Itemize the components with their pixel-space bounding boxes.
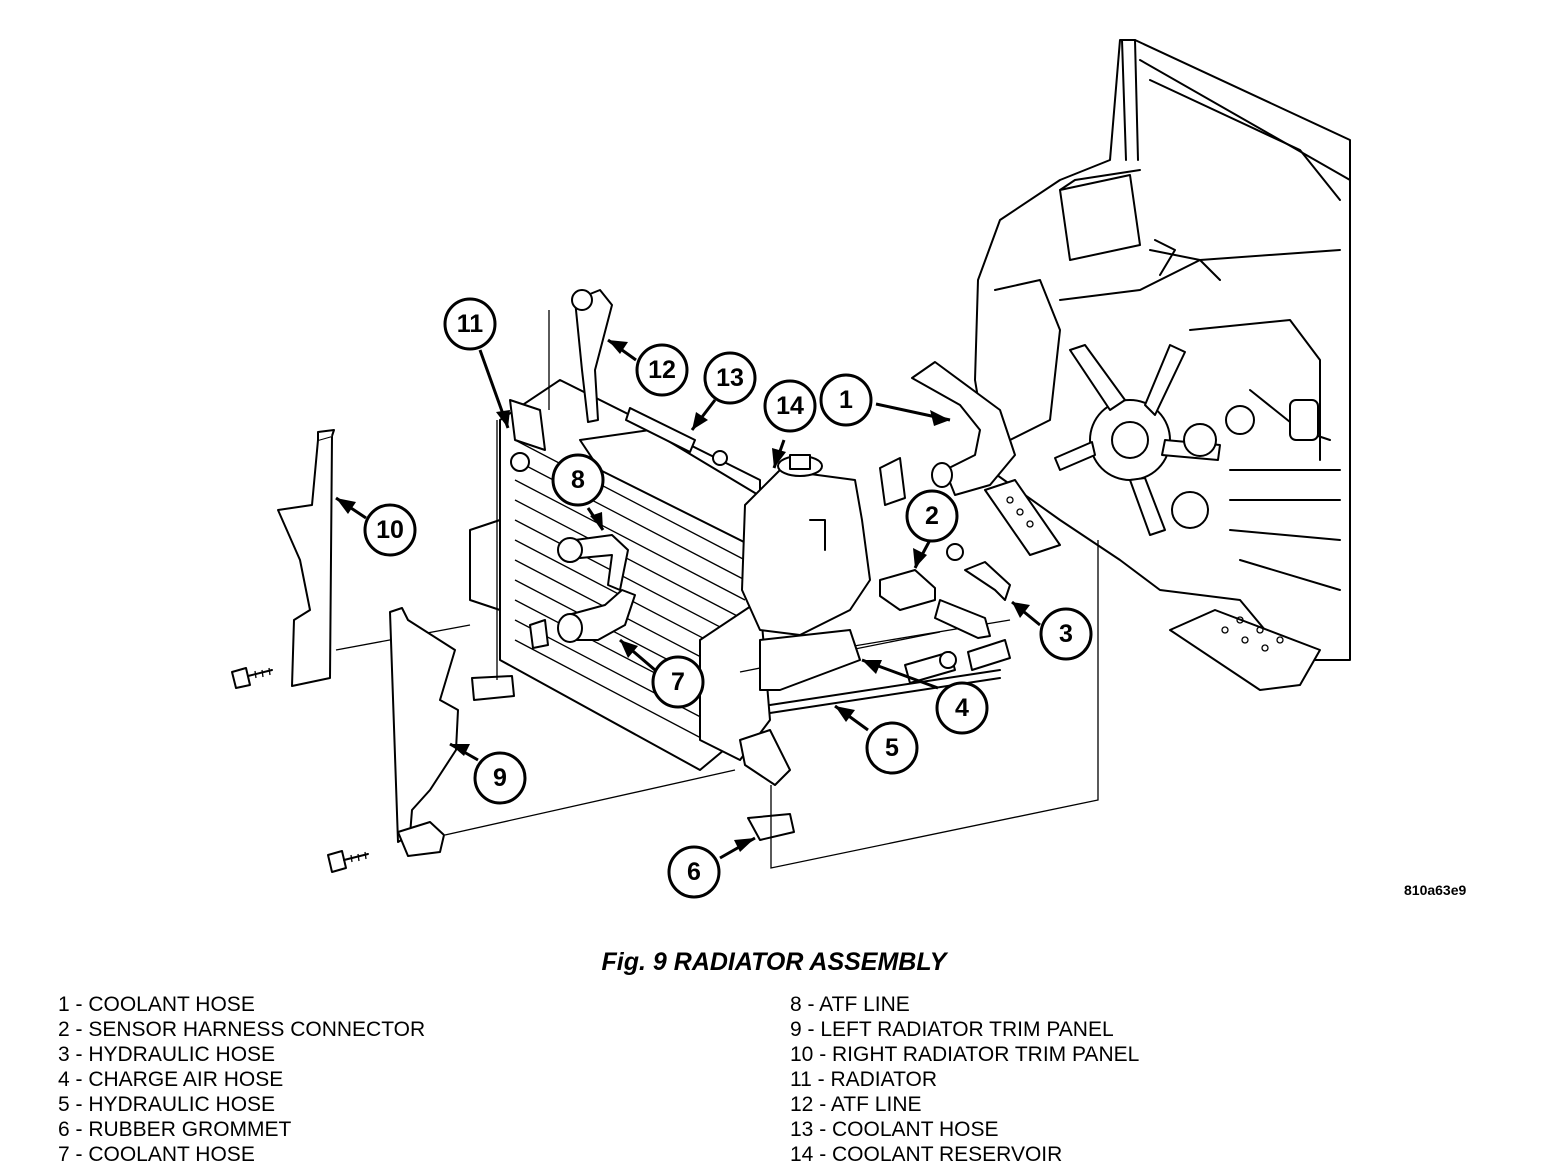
callout-13-label: 13 — [716, 364, 744, 392]
bolts — [231, 667, 369, 873]
callout-13: 13 — [703, 351, 757, 405]
legend-item-1: 1 - COOLANT HOSE — [58, 993, 255, 1016]
legend-item-7: 7 - COOLANT HOSE — [58, 1143, 255, 1166]
legend-item-12: 12 - ATF LINE — [790, 1093, 922, 1116]
legend-item-13: 13 - COOLANT HOSE — [790, 1118, 999, 1141]
callout-4: 4 — [935, 681, 989, 735]
hoses-and-lines — [529, 289, 1016, 714]
engine-block — [974, 39, 1351, 691]
callout-2-label: 2 — [925, 502, 939, 530]
callout-9: 9 — [473, 751, 527, 805]
callout-arrowheads — [336, 340, 1030, 852]
legend-item-11: 11 - RADIATOR — [790, 1068, 938, 1091]
callout-12-label: 12 — [648, 356, 676, 384]
callout-11-label: 11 — [457, 310, 484, 338]
cooling-fan — [1054, 344, 1255, 536]
legend-item-14: 14 - COOLANT RESERVOIR — [790, 1143, 1063, 1166]
callout-14: 14 — [763, 379, 817, 433]
legend-item-2: 2 - SENSOR HARNESS CONNECTOR — [58, 1018, 426, 1041]
callout-5-label: 5 — [885, 734, 899, 762]
callout-5: 5 — [865, 721, 919, 775]
legend-item-5: 5 - HYDRAULIC HOSE — [58, 1093, 276, 1116]
legend-item-3: 3 - HYDRAULIC HOSE — [58, 1043, 276, 1066]
callout-14-label: 14 — [776, 392, 804, 420]
figure-caption: Fig. 9 RADIATOR ASSEMBLY — [601, 948, 947, 976]
callout-6: 6 — [667, 845, 721, 899]
callout-9-label: 9 — [493, 764, 507, 792]
callout-7-label: 7 — [671, 668, 685, 696]
callout-8-label: 8 — [571, 466, 585, 494]
callout-7: 7 — [651, 655, 705, 709]
legend-item-9: 9 - LEFT RADIATOR TRIM PANEL — [790, 1018, 1114, 1041]
callout-3-label: 3 — [1059, 620, 1073, 648]
legend-item-8: 8 - ATF LINE — [790, 993, 910, 1016]
legend-item-6: 6 - RUBBER GROMMET — [58, 1118, 292, 1141]
callout-10: 10 — [363, 503, 417, 557]
callout-2: 2 — [905, 489, 959, 543]
callout-4-label: 4 — [955, 694, 969, 722]
callout-3: 3 — [1039, 607, 1093, 661]
callout-8: 8 — [551, 453, 605, 507]
callout-12: 12 — [635, 343, 689, 397]
trim-panels — [277, 429, 459, 857]
callout-1-label: 1 — [839, 386, 853, 414]
figure-code: 810a63e9 — [1404, 882, 1467, 898]
callout-6-label: 6 — [687, 858, 701, 886]
legend-item-4: 4 - CHARGE AIR HOSE — [58, 1068, 284, 1091]
legend-item-10: 10 - RIGHT RADIATOR TRIM PANEL — [790, 1043, 1140, 1066]
callout-11: 11 — [443, 297, 497, 351]
callout-10-label: 10 — [376, 516, 404, 544]
radiator-assembly-diagram: 1 2 3 4 5 6 7 8 — [231, 39, 1351, 899]
legend-left-column: 1 - COOLANT HOSE 2 - SENSOR HARNESS CONN… — [58, 992, 425, 1167]
callout-1: 1 — [819, 373, 873, 427]
legend-right-column: 8 - ATF LINE 9 - LEFT RADIATOR TRIM PANE… — [790, 992, 1139, 1167]
